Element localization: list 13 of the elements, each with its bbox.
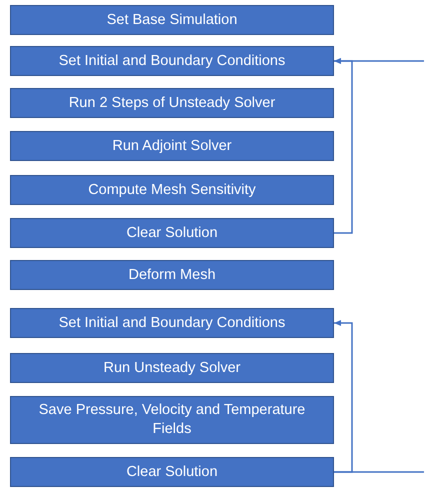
process-box: Deform Mesh <box>10 260 334 290</box>
process-box: Clear Solution <box>10 218 334 248</box>
process-box: Run Adjoint Solver <box>10 131 334 161</box>
process-box: Set Initial and Boundary Conditions <box>10 46 334 76</box>
process-box: Run 2 Steps of Unsteady Solver <box>10 88 334 118</box>
process-box: Set Base Simulation <box>10 5 334 35</box>
process-box: Run Unsteady Solver <box>10 353 334 383</box>
process-box: Clear Solution <box>10 457 334 487</box>
connector-arrow <box>334 320 353 473</box>
process-box: Compute Mesh Sensitivity <box>10 175 334 205</box>
process-box: Set Initial and Boundary Conditions <box>10 308 334 338</box>
process-box: Save Pressure, Velocity and Temperature Fields <box>10 396 334 444</box>
connector-arrow <box>334 58 424 64</box>
